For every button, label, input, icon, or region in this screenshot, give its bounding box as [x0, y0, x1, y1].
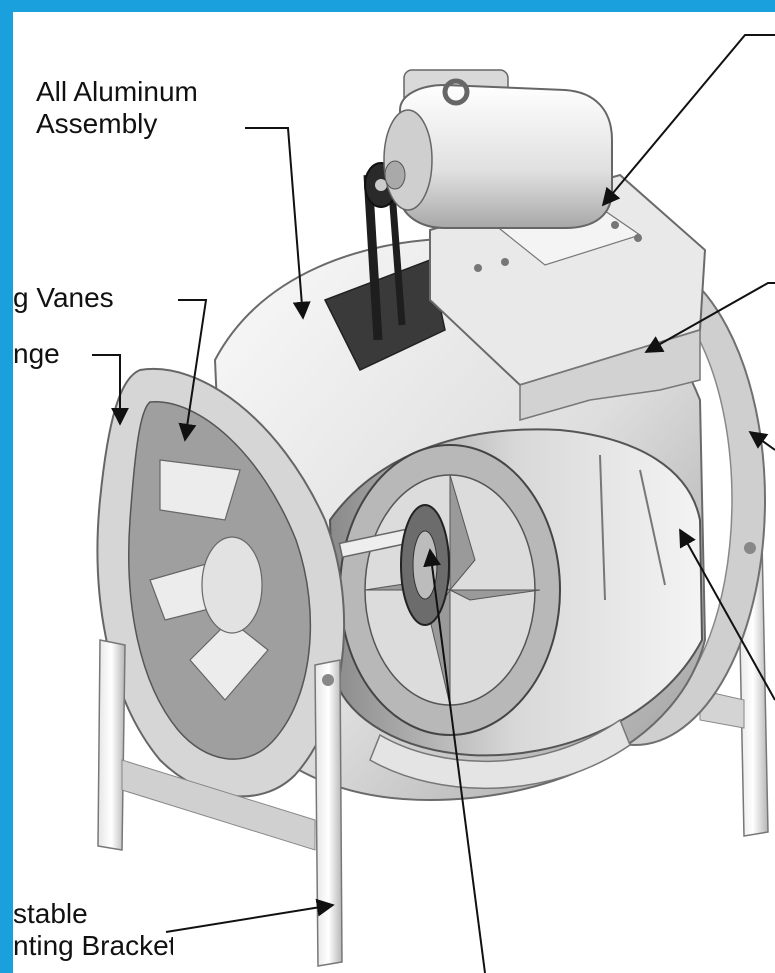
- leader-lines: [92, 34, 775, 973]
- label-aluminum-assembly: All Aluminum Assembly: [36, 76, 198, 140]
- label-brackets-line2: nting Brackets: [13, 930, 173, 961]
- label-vanes-text: g Vanes: [13, 282, 114, 313]
- motor: [383, 69, 613, 229]
- label-aluminum-line2: Assembly: [36, 108, 158, 139]
- inlet-vane: [159, 459, 241, 521]
- label-vanes: g Vanes: [13, 282, 173, 314]
- label-brackets-line1: stable: [13, 898, 88, 929]
- blue-frame-top: [0, 0, 775, 12]
- inlet-flange-ring: [96, 367, 346, 798]
- lifting-eye: [442, 78, 470, 106]
- blue-frame-left: [0, 0, 13, 973]
- label-mounting-brackets: stable nting Brackets: [13, 898, 173, 962]
- label-flange-text: nge: [13, 338, 60, 369]
- mounting-bracket-front: [97, 542, 756, 967]
- inlet-vane: [189, 619, 269, 701]
- label-aluminum-line1: All Aluminum: [36, 76, 198, 107]
- drive-belt: [323, 162, 446, 371]
- label-flange: nge: [13, 338, 93, 370]
